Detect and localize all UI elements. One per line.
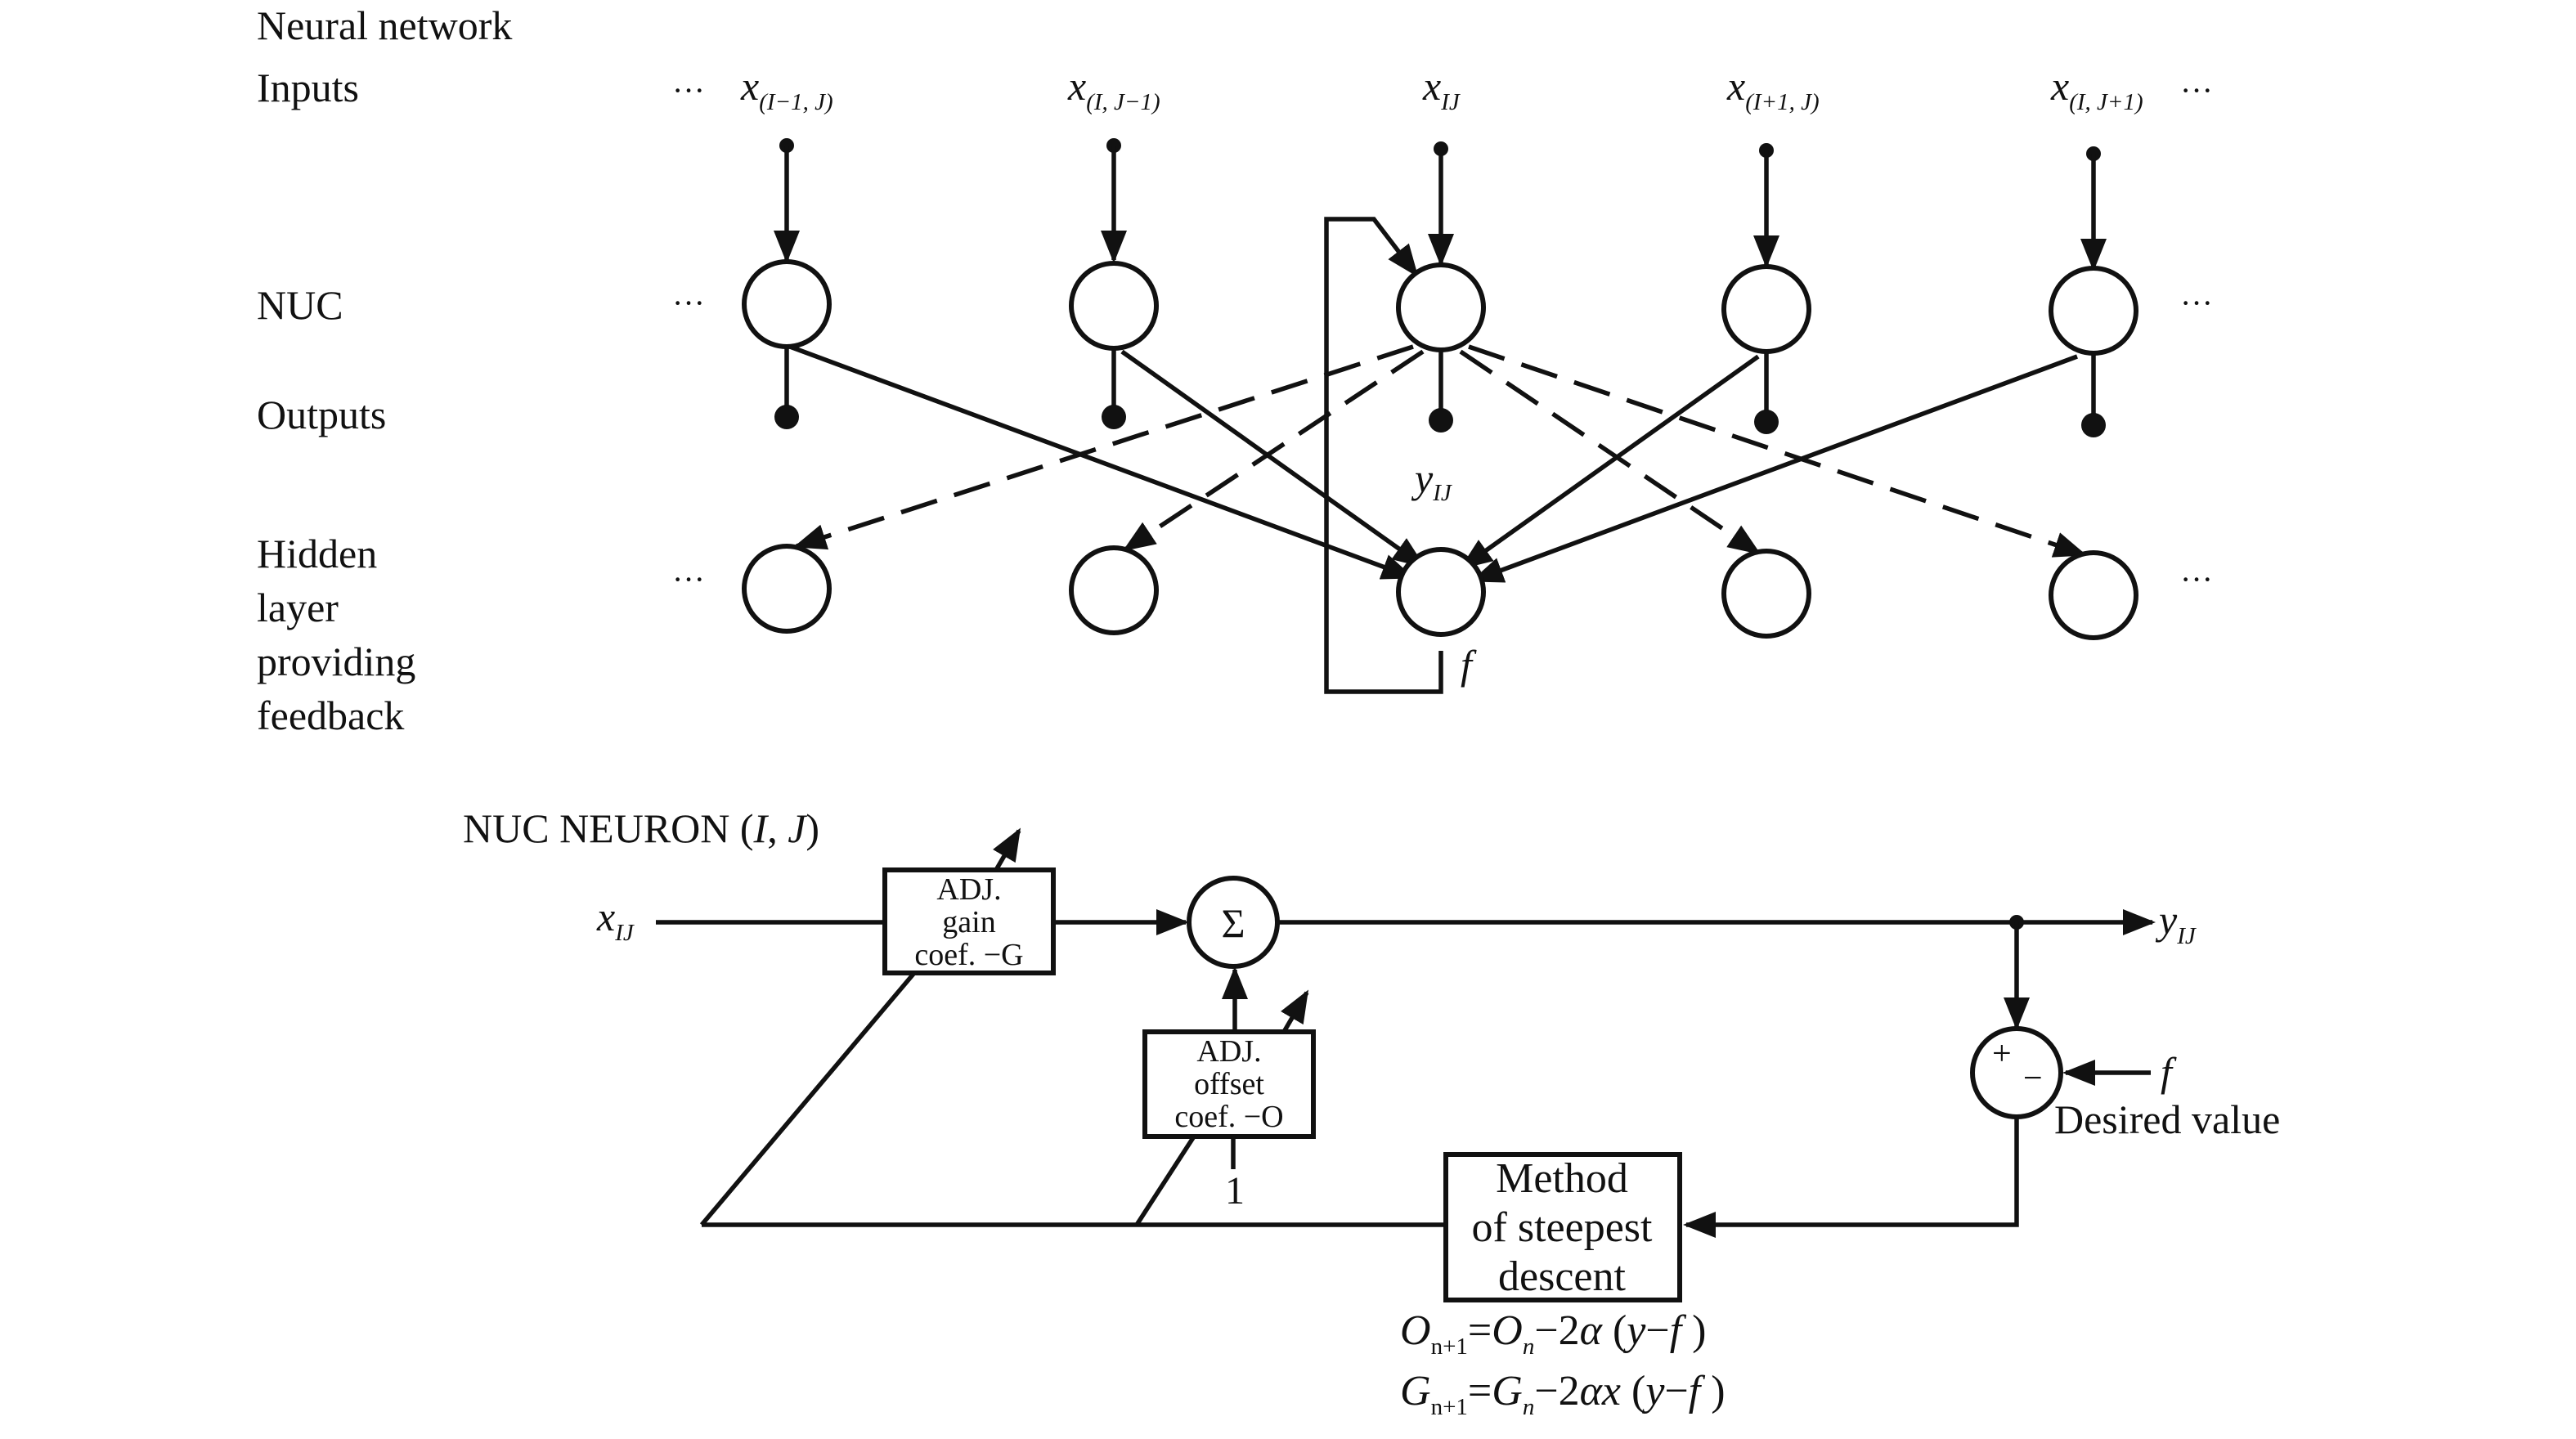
offset-box-line2: offset <box>1194 1067 1264 1101</box>
ellipsis-hidden-right: ··· <box>2180 561 2213 598</box>
hidden-label-line1: Hidden <box>257 531 377 576</box>
ellipsis-inputs-left: ··· <box>672 72 705 109</box>
error-node <box>1970 1026 2063 1119</box>
gain-box-line1: ADJ. <box>936 872 1001 907</box>
ellipsis-inputs-right: ··· <box>2180 72 2213 109</box>
output-terminal-3 <box>1429 408 1453 433</box>
center-output-label: yIJ <box>1411 455 1452 506</box>
gain-box-line2: gain <box>942 905 995 939</box>
offset-feedback-line <box>1134 1135 1196 1226</box>
gain-update-equation: Gn+1=Gn−2αx (y−f ) <box>1400 1368 1726 1420</box>
solid-connections <box>789 344 2078 583</box>
dashed-connections <box>793 344 2087 558</box>
solid-link-3 <box>1459 354 1760 570</box>
gain-feedback-line <box>699 971 917 1226</box>
offset-coefficient-box <box>1142 1029 1316 1139</box>
hidden-node-1 <box>742 544 832 634</box>
output-stems <box>774 347 2106 437</box>
outputs-label: Outputs <box>257 392 386 437</box>
hidden-layer <box>742 544 2138 640</box>
inputs-label: Inputs <box>257 65 359 110</box>
ellipsis-hidden-left: ··· <box>672 561 705 598</box>
nuc-label: NUC <box>257 282 343 328</box>
hidden-node-5 <box>2049 550 2138 640</box>
offset-box-line1: ADJ. <box>1196 1034 1261 1069</box>
solid-link-4 <box>1470 354 2078 583</box>
hidden-label-line2: layer <box>257 585 339 630</box>
network-section: Neural network Inputs NUC Outputs Hidden… <box>257 2 2213 738</box>
input-label-3: xIJ <box>1422 63 1461 115</box>
dashed-link-4 <box>1468 344 2087 558</box>
network-title: Neural network <box>257 2 512 48</box>
dashed-link-3 <box>1459 349 1761 555</box>
error-to-descent-arrow <box>1683 1117 2019 1238</box>
feedback-loop <box>1324 217 1443 694</box>
hidden-label-line3: providing <box>257 639 415 684</box>
steepest-descent-box <box>1443 1152 1682 1302</box>
gain-coefficient-box <box>882 867 1056 975</box>
descent-box-line2: of steepest <box>1472 1204 1653 1251</box>
bias-input-value: 1 <box>1225 1169 1245 1213</box>
desired-value-label: Desired value <box>2054 1096 2280 1142</box>
hidden-label-line4: feedback <box>257 693 404 738</box>
ellipsis-nuc-left: ··· <box>672 285 705 321</box>
desired-f-label: f <box>2161 1049 2177 1095</box>
hidden-node-3 <box>1396 547 1486 637</box>
solid-link-2 <box>1120 349 1426 568</box>
solid-link-1 <box>789 344 1415 580</box>
output-terminal-2 <box>1102 405 1126 429</box>
neuron-input-label: xIJ <box>596 894 635 946</box>
nuc-node-1 <box>742 259 832 349</box>
gain-box-line3: coef. −G <box>914 938 1023 972</box>
input-label-1: x(I−1, J) <box>740 63 833 115</box>
nuc-node-3 <box>1396 262 1486 352</box>
offset-adjust-arrow <box>1281 989 1309 1033</box>
dashed-link-2 <box>1122 349 1425 552</box>
input-arrows <box>774 138 2107 271</box>
nuc-layer <box>742 259 2138 356</box>
offset-box-line3: coef. −O <box>1174 1100 1283 1134</box>
nuc-node-5 <box>2049 266 2138 356</box>
descent-box-line1: Method <box>1496 1155 1628 1202</box>
hidden-node-2 <box>1069 545 1159 635</box>
hidden-node-4 <box>1721 549 1811 639</box>
nuc-node-4 <box>1721 264 1811 354</box>
neuron-output-label: yIJ <box>2155 897 2197 949</box>
descent-box-line3: descent <box>1498 1253 1626 1300</box>
output-terminal-1 <box>774 405 799 429</box>
summation-symbol: Σ <box>1221 900 1245 946</box>
neuron-title: NUC NEURON (I, J) <box>463 805 819 851</box>
input-label-2: x(I, J−1) <box>1067 63 1160 115</box>
error-minus-sign: − <box>2023 1060 2043 1097</box>
offset-update-equation: On+1=On−2α (y−f ) <box>1400 1307 1706 1360</box>
neuron-section: NUC NEURON (I, J) xIJ ADJ. gain coef. −G… <box>463 805 2280 1420</box>
output-terminal-5 <box>2081 413 2106 437</box>
input-label-4: x(I+1, J) <box>1726 63 1820 115</box>
nuc-node-2 <box>1069 261 1159 351</box>
feedback-f-label: f <box>1461 642 1477 688</box>
dashed-link-1 <box>793 344 1414 550</box>
error-plus-sign: + <box>1992 1035 2012 1073</box>
ellipsis-nuc-right: ··· <box>2180 285 2213 321</box>
gain-adjust-arrow <box>993 827 1021 872</box>
output-terminal-4 <box>1754 410 1779 434</box>
input-label-5: x(I, J+1) <box>2050 63 2143 115</box>
